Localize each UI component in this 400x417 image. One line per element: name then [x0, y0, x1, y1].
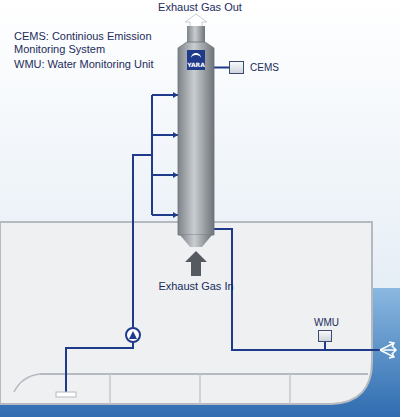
logo-ship [191, 53, 201, 59]
wmu-box: WMU [318, 330, 332, 342]
unit-label: WMU [314, 317, 339, 328]
yara-logo: YARA [187, 50, 205, 70]
logo-text: YARA [187, 61, 205, 68]
discharge-pipe [325, 349, 384, 351]
scrubber-tower: YARA [178, 40, 214, 235]
flow-label: Exhaust Gas In [140, 280, 252, 293]
feed-arrows [173, 92, 178, 218]
flow-label: Exhaust Gas Out [140, 1, 260, 14]
discharge-arrows [380, 342, 396, 358]
cems-box: CEMS [229, 61, 244, 74]
legend-note: WMU: Water Monitoring Unit [14, 58, 184, 71]
pipe-connector [214, 67, 229, 68]
bilge [14, 374, 40, 392]
sea-chest [56, 392, 76, 397]
pump-symbol [126, 328, 140, 342]
frames [110, 374, 290, 404]
ship-hull [0, 222, 372, 404]
pump-symbol [129, 331, 137, 339]
legend-note: CEMS: Continious Emission Monitoring Sys… [14, 30, 164, 56]
washwater-piping [66, 95, 178, 392]
double-bottom [40, 373, 368, 375]
unit-label: CEMS [250, 62, 279, 73]
exhaust-in-arrow [185, 251, 207, 276]
